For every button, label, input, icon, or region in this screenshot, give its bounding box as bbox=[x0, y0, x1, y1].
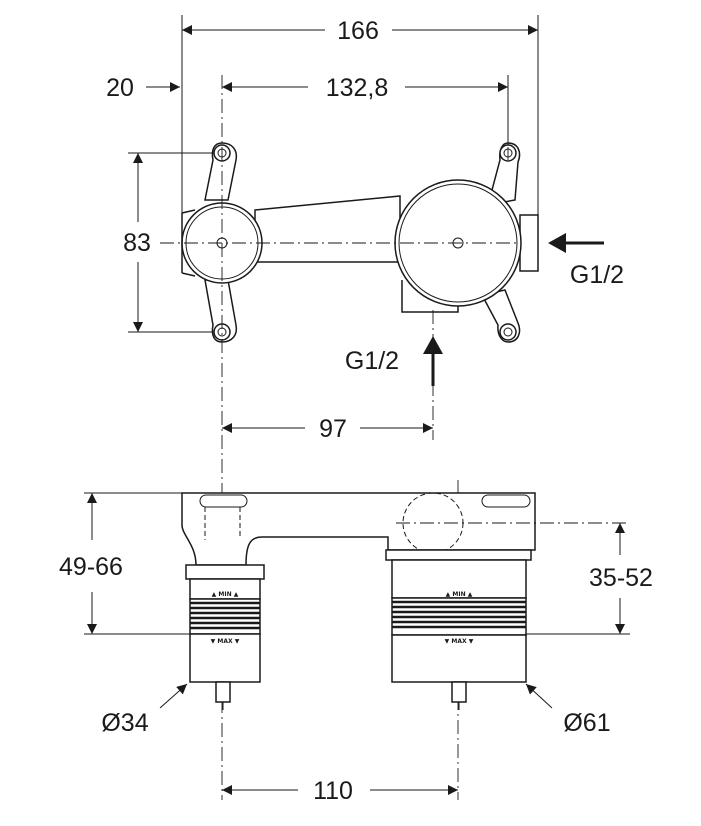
left-slot bbox=[199, 494, 248, 508]
min-mark-small: ▲ MIN ▲ bbox=[212, 591, 239, 598]
left-spindle bbox=[215, 681, 231, 703]
max-mark-large: ▼ MAX ▼ bbox=[445, 638, 474, 645]
dimension-labels: 166 20 132,8 83 G1/2 G1/2 97 49-66 35-52… bbox=[59, 17, 653, 805]
front-body bbox=[181, 492, 536, 566]
dim-axis-spacing: 110 bbox=[313, 777, 353, 805]
right-body-inner bbox=[398, 183, 518, 303]
min-mark-large: ▲ MIN ▲ bbox=[446, 591, 473, 598]
right-bottom-hole-outer bbox=[499, 323, 517, 341]
connecting-arm bbox=[254, 195, 401, 263]
left-collar bbox=[185, 564, 265, 580]
right-thread bbox=[391, 597, 527, 636]
dim-port-distance: 97 bbox=[319, 415, 347, 443]
left-block bbox=[181, 209, 196, 277]
left-thread bbox=[189, 598, 261, 635]
bottom-inlet-label: G1/2 bbox=[345, 347, 399, 375]
dim-flange-height: 83 bbox=[123, 229, 151, 257]
front-view: ▲ MIN ▲ ▼ MAX ▼ ▲ MIN ▲ ▼ MAX ▼ bbox=[181, 492, 630, 710]
side-inlet-label: G1/2 bbox=[570, 261, 624, 289]
dim-overall-width: 166 bbox=[337, 17, 379, 45]
right-slot bbox=[481, 494, 531, 508]
dim-offset-left: 20 bbox=[106, 74, 134, 102]
side-port-stub bbox=[519, 214, 539, 272]
top-dimensions bbox=[128, 15, 539, 433]
right-collar bbox=[385, 549, 532, 561]
dim-hole-spacing: 132,8 bbox=[326, 74, 389, 102]
max-mark-small: ▼ MAX ▼ bbox=[211, 638, 240, 645]
dim-diameter-large: Ø61 bbox=[563, 709, 610, 737]
right-cylinder-upper bbox=[391, 559, 527, 599]
right-cylinder-lower bbox=[391, 634, 527, 683]
dim-diameter-small: Ø34 bbox=[101, 709, 148, 737]
dim-depth-range: 35-52 bbox=[589, 564, 653, 592]
front-dimensions bbox=[84, 492, 630, 795]
right-bottom-hole-inner bbox=[503, 327, 513, 337]
right-spindle bbox=[451, 681, 467, 703]
dim-height-range: 49-66 bbox=[59, 553, 123, 581]
